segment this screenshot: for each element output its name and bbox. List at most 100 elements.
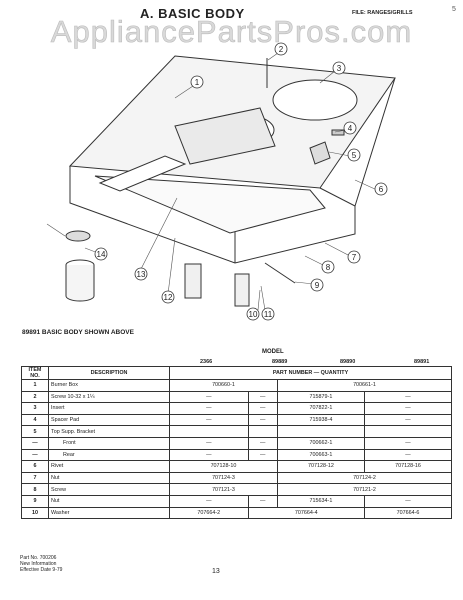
part-number-cell [363, 425, 453, 438]
callout-9: 9 [310, 278, 324, 292]
callout-label: 5 [352, 151, 357, 160]
callout-14: 14 [94, 247, 108, 261]
part-number-cell: 700662-1 [276, 436, 365, 450]
part-number-cell: 707822-1 [276, 402, 365, 415]
item-number: 8 [21, 483, 49, 496]
inner-tray [94, 175, 326, 234]
part-number-cell [247, 425, 278, 438]
item-number: 7 [21, 471, 49, 485]
part-number-cell [276, 425, 365, 438]
model-col-1: 2366 [200, 359, 213, 365]
callout-label: 4 [348, 124, 353, 133]
center-plate [174, 107, 276, 165]
part-number-cell: — [247, 413, 278, 427]
parts-table: ITEM NO. DESCRIPTION PART NUMBER — QUANT… [21, 366, 453, 520]
part-number-cell: — [247, 448, 278, 462]
part-number-cell: 700660-1 [169, 379, 278, 392]
model-header: MODEL [262, 349, 284, 355]
file-reference: FILE: RANGES/GRILLS [352, 10, 413, 16]
footer-part-number: Part No. 700206 [20, 555, 57, 561]
part-number-cell: — [363, 390, 453, 404]
item-number: 1 [21, 379, 49, 392]
part-number-cell: 707664-2 [169, 506, 249, 520]
part-number-cell: 715879-1 [276, 390, 365, 404]
item-no-header: ITEM NO. [21, 366, 49, 380]
callout-label: 14 [97, 250, 106, 259]
item-number: 6 [21, 460, 49, 473]
page-number: 13 [212, 568, 220, 575]
page-title: A. BASIC BODY [140, 6, 245, 21]
item-number: 4 [21, 413, 49, 427]
callout-label: 12 [164, 293, 173, 302]
table-row: —Front——700662-1— [21, 436, 453, 450]
item-number: 9 [21, 494, 49, 508]
model-col-2: 89889 [272, 359, 288, 365]
insert-cap [65, 230, 91, 242]
part-number-cell: 700661-1 [276, 379, 453, 392]
part-number-cell: 707124-2 [276, 471, 453, 485]
model-col-3: 89890 [340, 359, 356, 365]
item-description: Rear [48, 448, 170, 462]
part-number-cell: 707664-6 [363, 506, 453, 520]
part-number-cell: 715634-1 [276, 494, 365, 508]
part-number-cell: — [363, 413, 453, 427]
part-number-cell: 707128-16 [363, 460, 453, 473]
diagram-caption: 89891 BASIC BODY SHOWN ABOVE [22, 329, 134, 336]
item-description: Front [48, 436, 170, 450]
item-description: Spacer Pad [48, 413, 170, 427]
item-description: Top Supp. Bracket [48, 425, 170, 438]
callout-5: 5 [347, 148, 361, 162]
top-support-bracket [309, 141, 331, 165]
part-number-cell: 707124-3 [169, 471, 278, 485]
spacer-pad [331, 129, 345, 136]
body-right-side [319, 77, 396, 207]
part-number-cell: — [247, 390, 278, 404]
watermark: AppliancePartsPros.com [50, 14, 413, 50]
callout-label: 8 [326, 263, 331, 272]
part-number-cell: — [169, 390, 249, 404]
part-number-cell: — [169, 494, 249, 508]
part-number-cell: — [247, 402, 278, 415]
part-number-cell: — [247, 494, 278, 508]
item-description: Screw [48, 483, 170, 496]
part-number-cell: — [363, 436, 453, 450]
footer-effective-date: Effective Date 9-79 [20, 567, 63, 573]
part-number-cell: 707121-2 [276, 483, 453, 496]
item-description: Rivet [48, 460, 170, 473]
part-number-cell: — [363, 448, 453, 462]
insert-cylinder-body [65, 265, 95, 302]
item-number: 2 [21, 390, 49, 404]
item-description: Washer [48, 506, 170, 520]
item-description: Burner Box [48, 379, 170, 392]
item-description: Insert [48, 402, 170, 415]
callout-label: 10 [249, 310, 258, 319]
part-number-cell: — [169, 413, 249, 427]
callout-label: 13 [137, 270, 146, 279]
part-number-cell: 707128-12 [276, 460, 365, 473]
part-number-cell: 707128-10 [169, 460, 278, 473]
callout-13: 13 [134, 267, 148, 281]
callout-4: 4 [343, 121, 357, 135]
callout-2: 2 [274, 42, 288, 56]
callout-3: 3 [332, 61, 346, 75]
part-number-cell: — [247, 436, 278, 450]
item-description: Nut [48, 471, 170, 485]
slot-cutout [98, 155, 187, 192]
item-number: 10 [21, 506, 49, 520]
callout-label: 7 [352, 253, 357, 262]
callout-6: 6 [374, 182, 388, 196]
callout-10: 10 [246, 307, 260, 321]
part-number-header: PART NUMBER — QUANTITY [169, 366, 452, 380]
callout-8: 8 [321, 260, 335, 274]
model-col-4: 89891 [414, 359, 430, 365]
